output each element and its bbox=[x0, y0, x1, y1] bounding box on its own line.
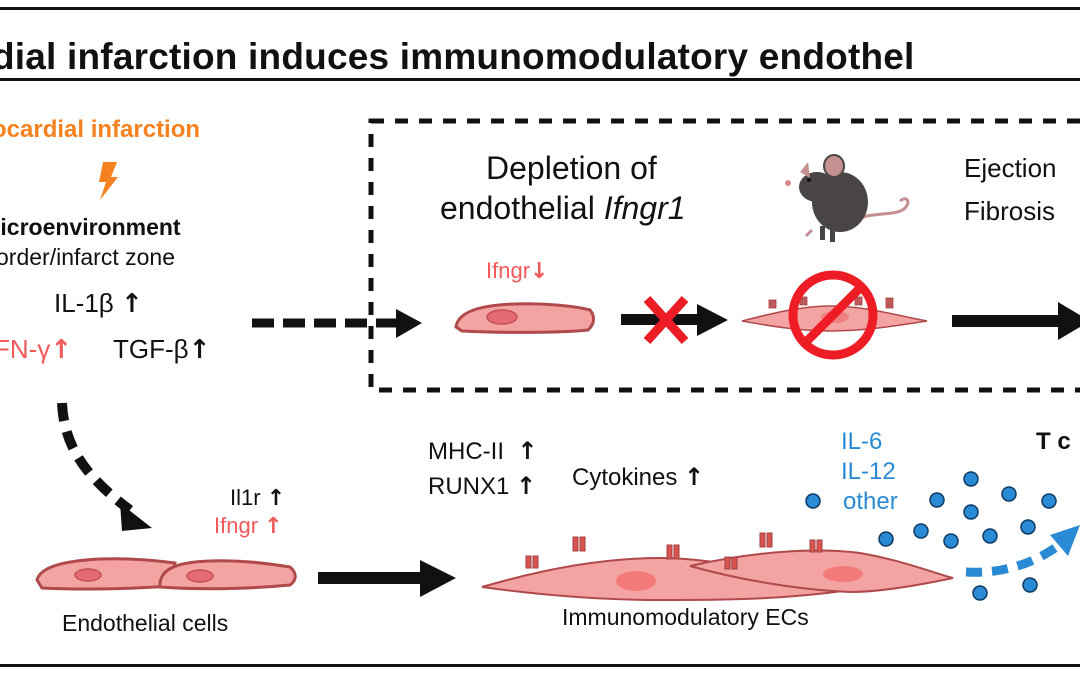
cytokine-arrow-to-tcells bbox=[965, 525, 1080, 577]
microenvironment-label: licroenvironment bbox=[0, 214, 181, 240]
up-arrow-icon: ↑ bbox=[516, 472, 537, 500]
cytokine-other: other bbox=[843, 488, 898, 515]
blocked-arrow bbox=[621, 295, 728, 345]
zone-label: order/infarct zone bbox=[0, 244, 175, 270]
lightning-bolt-icon bbox=[99, 162, 118, 200]
outcome-fibrosis: Fibrosis bbox=[964, 196, 1056, 226]
factor-ifng: FN-γ↑ bbox=[0, 334, 73, 365]
immunomodulatory-cell-blocked bbox=[741, 270, 928, 360]
dashed-arrow-to-depletion bbox=[252, 309, 422, 338]
down-arrow-icon: ↓ bbox=[530, 259, 549, 284]
cytokines-label: Cytokines ↑ bbox=[572, 463, 705, 491]
depletion-title-line2: endothelial Ifngr1 bbox=[440, 190, 686, 226]
outcome-ejection: Ejection bbox=[964, 153, 1057, 183]
cytokine-dots bbox=[805, 471, 1057, 601]
cytokine-il6: IL-6 bbox=[841, 428, 883, 455]
trigger-label: ocardial infarction bbox=[0, 116, 201, 143]
arrow-to-immunomodulatory bbox=[318, 560, 456, 597]
up-arrow-icon: ↑ bbox=[121, 289, 143, 319]
up-arrow-icon: ↑ bbox=[266, 486, 286, 511]
mhc-ii-label: MHC-II ↑ bbox=[428, 437, 538, 465]
mouse-icon bbox=[785, 154, 910, 242]
runx1-label: RUNX1 ↑ bbox=[428, 472, 537, 500]
depletion-box-border bbox=[368, 118, 1080, 393]
up-arrow-icon: ↑ bbox=[264, 514, 283, 539]
up-arrow-icon: ↑ bbox=[684, 463, 705, 491]
title-underline bbox=[0, 78, 1080, 81]
immunomodulatory-ecs-label: Immunomodulatory ECs bbox=[562, 604, 809, 630]
factor-tgfb: TGF-β↑ bbox=[113, 334, 211, 365]
up-arrow-icon: ↑ bbox=[188, 335, 211, 365]
cytokine-il12: IL-12 bbox=[841, 458, 896, 485]
endothelial-cell-depleted bbox=[454, 302, 595, 334]
dashed-arrow-to-endothelial bbox=[57, 402, 152, 531]
up-arrow-icon: ↑ bbox=[517, 437, 538, 465]
figure-title: dial infarction induces immunomodulatory… bbox=[0, 36, 915, 77]
immunomodulatory-ecs-illustration bbox=[481, 532, 954, 602]
t-cells-label: T c bbox=[1036, 428, 1071, 455]
factor-il1b: IL-1β ↑ bbox=[54, 288, 143, 319]
prohibition-sign-icon bbox=[788, 270, 878, 360]
bottom-border bbox=[0, 664, 1080, 667]
gene-name: Ifngr1 bbox=[603, 190, 686, 226]
ifngr-up-label: Ifngr ↑ bbox=[214, 513, 283, 539]
il1r-label: Il1r ↑ bbox=[230, 485, 286, 511]
endothelial-cells-illustration bbox=[35, 557, 297, 591]
top-border bbox=[0, 7, 1080, 10]
ifngr-down-label: Ifngr↓ bbox=[486, 258, 549, 284]
up-arrow-icon: ↑ bbox=[50, 335, 73, 365]
endothelial-cells-label: Endothelial cells bbox=[62, 610, 229, 636]
arrow-to-outcomes bbox=[952, 302, 1080, 340]
depletion-title-line1: Depletion of bbox=[486, 150, 657, 186]
